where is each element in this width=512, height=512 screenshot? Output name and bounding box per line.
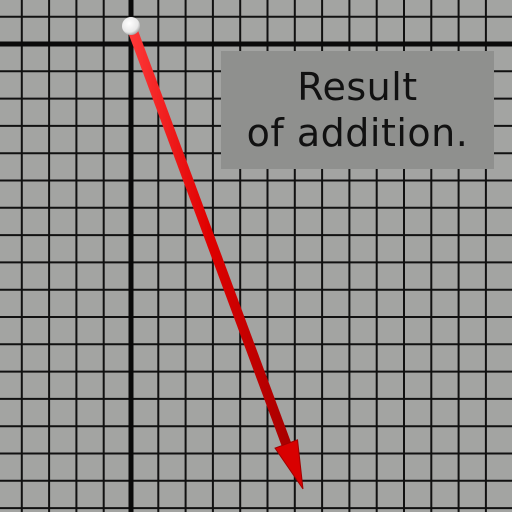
vector-origin-point	[122, 17, 140, 35]
vector-shaft	[126, 24, 291, 446]
result-vector	[122, 17, 304, 490]
caption-text: Result of addition.	[246, 65, 469, 155]
vector-arrowhead	[274, 439, 304, 490]
caption-box: Result of addition.	[221, 51, 494, 169]
